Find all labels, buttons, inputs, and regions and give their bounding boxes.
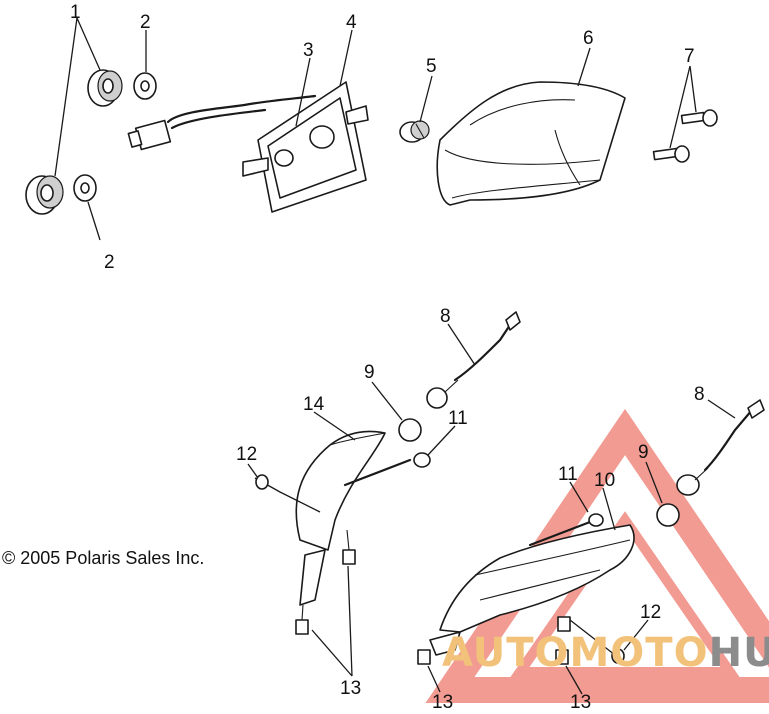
left-signal-lens bbox=[295, 430, 386, 551]
callout-9-right: 9 bbox=[638, 442, 649, 463]
tail-light-housing bbox=[436, 81, 626, 206]
callout-10: 10 bbox=[594, 470, 615, 491]
callout-11-right: 11 bbox=[558, 464, 578, 485]
callout-2-lower: 2 bbox=[104, 252, 115, 273]
watermark-automoto: AUTOMOTOHUB bbox=[442, 630, 769, 676]
callout-labels: 1 2 2 3 4 5 6 7 8 8 9 9 10 11 11 12 12 1… bbox=[70, 2, 705, 713]
grommet-upper bbox=[87, 69, 123, 107]
callout-14: 14 bbox=[303, 394, 325, 415]
grommet-lower bbox=[25, 175, 64, 215]
copyright-notice: © 2005 Polaris Sales Inc. bbox=[2, 548, 204, 568]
washer-lower bbox=[73, 174, 97, 202]
callout-5: 5 bbox=[426, 56, 437, 77]
callout-13-left: 13 bbox=[340, 678, 361, 699]
watermark-part1: AUTOMOTO bbox=[442, 630, 709, 676]
callout-13-right: 13 bbox=[570, 692, 591, 713]
callout-3: 3 bbox=[303, 40, 314, 61]
callout-9-left: 9 bbox=[364, 362, 375, 383]
right-signal-lens bbox=[439, 524, 635, 633]
screw-upper bbox=[680, 109, 718, 127]
bulb-socket bbox=[399, 120, 430, 143]
left-turn-signal bbox=[254, 311, 521, 635]
washer-upper bbox=[133, 72, 157, 100]
callout-6: 6 bbox=[583, 28, 594, 49]
tail-light-lens bbox=[267, 97, 357, 199]
callout-1: 1 bbox=[70, 2, 81, 23]
right-turn-signal bbox=[417, 399, 765, 665]
watermark-part2: HUB bbox=[709, 630, 769, 676]
callout-13-middle: 13 bbox=[432, 692, 453, 713]
screw-lower bbox=[652, 145, 690, 163]
tail-light-assembly bbox=[127, 81, 369, 213]
callout-4: 4 bbox=[346, 12, 357, 33]
harness-connector bbox=[127, 119, 172, 151]
callout-11-left: 11 bbox=[448, 408, 468, 429]
leader-lines bbox=[54, 17, 736, 695]
callout-7: 7 bbox=[684, 46, 695, 67]
callout-8-left: 8 bbox=[440, 306, 451, 327]
watermark-text: AUTOMOTOHUB bbox=[442, 630, 769, 676]
callout-12-right: 12 bbox=[640, 602, 661, 623]
callout-2-upper: 2 bbox=[140, 12, 151, 33]
callout-8-right: 8 bbox=[694, 384, 705, 405]
callout-12-left: 12 bbox=[236, 444, 257, 465]
